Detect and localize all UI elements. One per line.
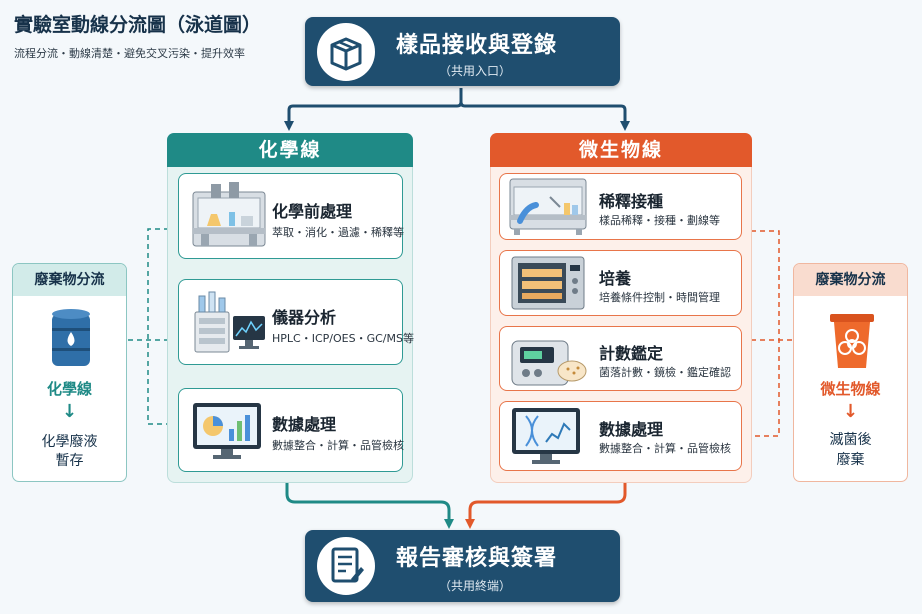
incubator-icon: [508, 255, 588, 317]
chem-step-desc: 數據整合・計算・品管檢核: [272, 439, 404, 452]
chem-waste-arrow: ↓: [61, 401, 78, 422]
instrument-icon: [189, 288, 269, 362]
chem-waste-result-line1: 化學廢液: [41, 434, 98, 450]
micro-step-desc: 數據整合・計算・品管檢核: [599, 442, 731, 455]
chem-waste-panel: 廢棄物分流 化學線 ↓ 化學廢液 暫存: [12, 263, 127, 482]
chem-step-data: 數據處理 數據整合・計算・品管檢核: [178, 388, 404, 472]
micro-waste-result-line2: 廢棄: [836, 452, 865, 468]
chem-step-desc: HPLC・ICP/OES・GC/MS等: [272, 332, 414, 345]
intake-split-line: [284, 88, 463, 131]
fume-hood-icon: [189, 182, 269, 256]
micro-waste-source: 微生物線: [820, 380, 881, 398]
micro-step-title: 數據處理: [599, 420, 664, 439]
colony-counter-icon: [508, 331, 588, 393]
chem-step-title: 化學前處理: [272, 202, 353, 221]
micro-step-desc: 菌落計數・鏡檢・鑑定確認: [599, 366, 731, 379]
micro-waste-dashed-line: [742, 230, 780, 437]
chem-step-pretreatment: 化學前處理 萃取・消化・過濾・稀釋等: [178, 173, 404, 259]
micro-step-title: 培養: [599, 269, 632, 288]
chem-waste-title: 廢棄物分流: [13, 264, 126, 296]
micro-step-title: 稀釋接種: [599, 192, 664, 211]
monitor-chart-icon: [189, 401, 269, 467]
chem-step-instrument: 儀器分析 HPLC・ICP/OES・GC/MS等: [178, 279, 414, 365]
intake-title: 樣品接收與登錄: [396, 33, 558, 58]
biosafety-cabinet-icon: [506, 177, 590, 241]
micro-step-incubation: 培養 培養條件控制・時間管理: [499, 250, 742, 316]
micro-step-inoculation: 稀釋接種 樣品稀釋・接種・劃線等: [499, 173, 742, 240]
chemistry-lane-title: 化學線: [167, 133, 413, 167]
chem-step-desc: 萃取・消化・過濾・稀釋等: [272, 226, 404, 239]
document-sign-icon: [317, 537, 375, 595]
micro-to-report-line: [465, 482, 627, 529]
micro-waste-result-line1: 滅菌後: [829, 432, 872, 448]
chem-step-title: 數據處理: [272, 415, 337, 434]
chem-waste-source: 化學線: [46, 380, 92, 398]
page-subtitle: 流程分流・動線清楚・避免交叉污染・提升效率: [14, 47, 245, 60]
package-icon: [317, 23, 375, 81]
report-subtitle: （共用終端）: [439, 579, 512, 593]
waste-drum-icon: [46, 308, 96, 372]
dna-monitor-icon: [508, 406, 588, 472]
micro-waste-panel: 廢棄物分流 微生物線 ↓ 滅菌後 廢棄: [793, 263, 908, 482]
micro-step-data: 數據處理 數據整合・計算・品管檢核: [499, 401, 742, 471]
micro-step-counting: 計數鑑定 菌落計數・鏡檢・鑑定確認: [499, 326, 742, 391]
report-title: 報告審核與簽署: [396, 546, 558, 571]
micro-step-desc: 樣品稀釋・接種・劃線等: [599, 214, 720, 227]
micro-lane-title: 微生物線: [490, 133, 752, 167]
report-box: 報告審核與簽署 （共用終端）: [305, 530, 620, 602]
chem-to-report-line: [285, 472, 454, 529]
biohazard-bin-icon: [826, 310, 878, 374]
micro-waste-arrow: ↓: [842, 401, 859, 422]
chem-waste-result-line2: 暫存: [55, 453, 84, 469]
chem-waste-dashed-line: [147, 228, 178, 425]
micro-step-title: 計數鑑定: [599, 344, 664, 363]
micro-step-desc: 培養條件控制・時間管理: [599, 291, 720, 304]
intake-subtitle: （共用入口）: [439, 64, 512, 78]
micro-waste-title: 廢棄物分流: [794, 264, 907, 296]
chem-step-title: 儀器分析: [272, 308, 337, 327]
intake-box: 樣品接收與登錄 （共用入口）: [305, 17, 620, 86]
page-title: 實驗室動線分流圖（泳道圖）: [14, 14, 262, 36]
